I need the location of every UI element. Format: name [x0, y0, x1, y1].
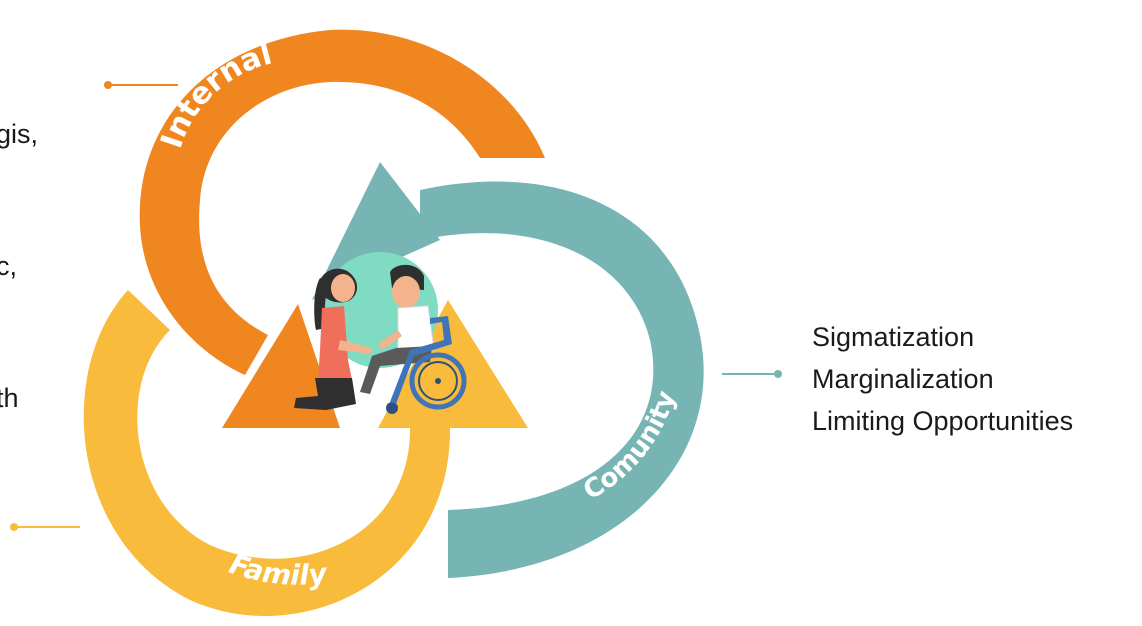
- internal-description-text: gis, c, th: [0, 24, 38, 464]
- list-item: Marginalization: [812, 364, 994, 394]
- family-connector: [10, 523, 80, 531]
- internal-description-line: c,: [0, 251, 18, 281]
- man-in-wheelchair-figure: [360, 264, 467, 414]
- list-item: Sigmatization: [812, 322, 975, 352]
- internal-description-line: th: [0, 383, 19, 413]
- list-item: Limiting Opportunities: [812, 406, 1074, 436]
- community-effects-list: Sigmatization Marginalization Limiting O…: [812, 316, 1073, 442]
- internal-connector: [104, 81, 178, 89]
- community-connector: [722, 370, 782, 378]
- woman-figure: [294, 268, 372, 410]
- internal-description-line: gis,: [0, 119, 39, 149]
